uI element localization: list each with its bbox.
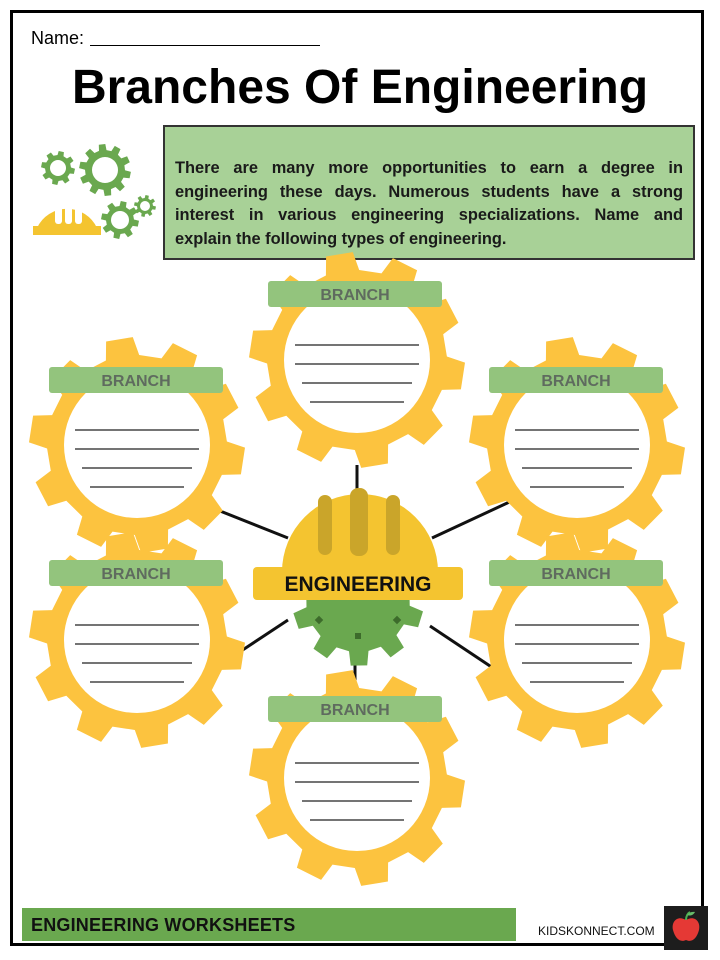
branch-label: BRANCH: [320, 287, 389, 304]
helmet-icon: [33, 195, 101, 235]
branch-label-bg: [489, 367, 663, 393]
small-gear-icon: [79, 144, 131, 196]
branch-label: BRANCH: [541, 566, 610, 583]
answer-circle: [284, 705, 430, 851]
connector-line: [431, 496, 519, 540]
branch-label: BRANCH: [541, 373, 610, 390]
branch-label-bg: [268, 696, 442, 722]
center-label: ENGINEERING: [284, 573, 431, 596]
branch-label-bg: [268, 281, 442, 307]
footer-title: ENGINEERING WORKSHEETS: [31, 915, 296, 935]
answer-circle: [504, 372, 650, 518]
branch-gear: [249, 670, 465, 886]
intro-text: There are many more opportunities to ear…: [163, 125, 695, 260]
branch-label-bg: [49, 367, 223, 393]
branch-label-bg: [489, 560, 663, 586]
branch-gear: [29, 532, 245, 748]
branch-gear: [469, 532, 685, 748]
apple-icon: [664, 906, 708, 950]
small-gear-icon: [134, 195, 156, 217]
answer-circle: [504, 567, 650, 713]
connector-line: [429, 624, 494, 670]
footer-bar: [22, 908, 516, 941]
name-line[interactable]: [90, 45, 321, 46]
small-gear-icon: [101, 201, 139, 239]
answer-circle: [284, 287, 430, 433]
answer-circle: [64, 567, 210, 713]
small-gear-icon: [41, 151, 75, 185]
branch-label: BRANCH: [320, 702, 389, 719]
gears-helmet-icon: [33, 144, 156, 239]
answer-circle: [64, 372, 210, 518]
site-name[interactable]: KIDSKONNECT.COM: [538, 924, 655, 938]
connector-lines: [204, 465, 519, 695]
name-label: Name:: [31, 28, 85, 48]
branch-label: BRANCH: [101, 566, 170, 583]
page-title: Branches Of Engineering: [71, 61, 649, 114]
branch-label-bg: [49, 560, 223, 586]
branch-label: BRANCH: [101, 373, 170, 390]
engineering-helmet-icon: [253, 488, 463, 666]
name-field: Name:: [31, 28, 321, 49]
